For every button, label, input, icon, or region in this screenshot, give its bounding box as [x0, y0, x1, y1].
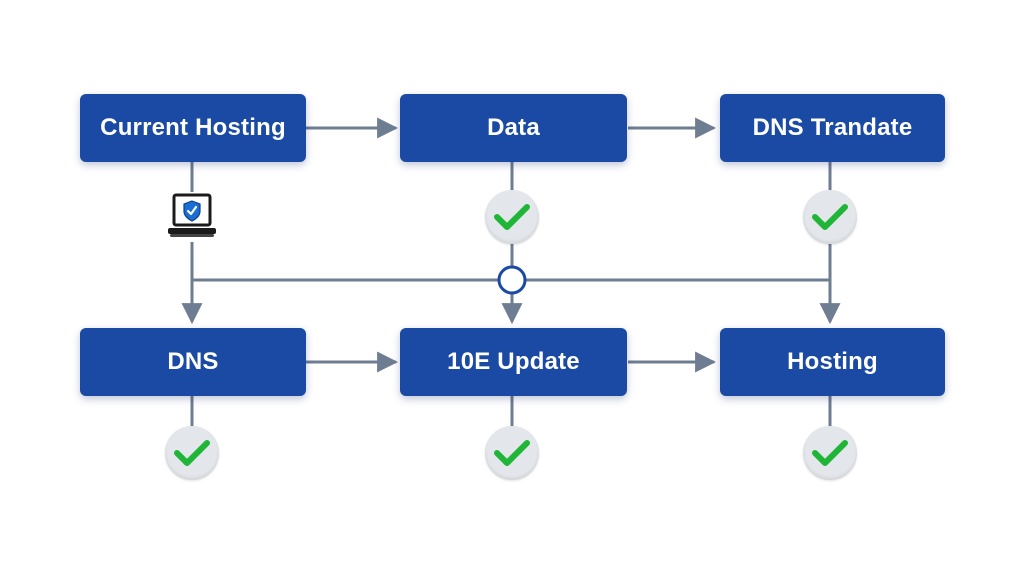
- node-label-dns: DNS: [167, 348, 219, 375]
- secure-laptop-icon: [166, 192, 218, 242]
- node-label-current-hosting: Current Hosting: [100, 114, 286, 141]
- node-10e-update[interactable]: 10E Update: [400, 328, 627, 396]
- node-hosting[interactable]: Hosting: [720, 328, 945, 396]
- node-label-data: Data: [487, 114, 540, 141]
- node-dns-trandate[interactable]: DNS Trandate: [720, 94, 945, 162]
- node-label-10e-update: 10E Update: [447, 348, 580, 375]
- node-data[interactable]: Data: [400, 94, 627, 162]
- node-label-hosting: Hosting: [787, 348, 878, 375]
- junction-circle-icon: [497, 265, 527, 295]
- check-mark-icon: [485, 190, 539, 244]
- node-label-dns-trandate: DNS Trandate: [752, 114, 913, 141]
- node-current-hosting[interactable]: Current Hosting: [80, 94, 306, 162]
- check-mark-icon: [165, 426, 219, 480]
- check-mark-icon: [485, 426, 539, 480]
- check-mark-icon: [803, 190, 857, 244]
- node-dns[interactable]: DNS: [80, 328, 306, 396]
- check-mark-icon: [803, 426, 857, 480]
